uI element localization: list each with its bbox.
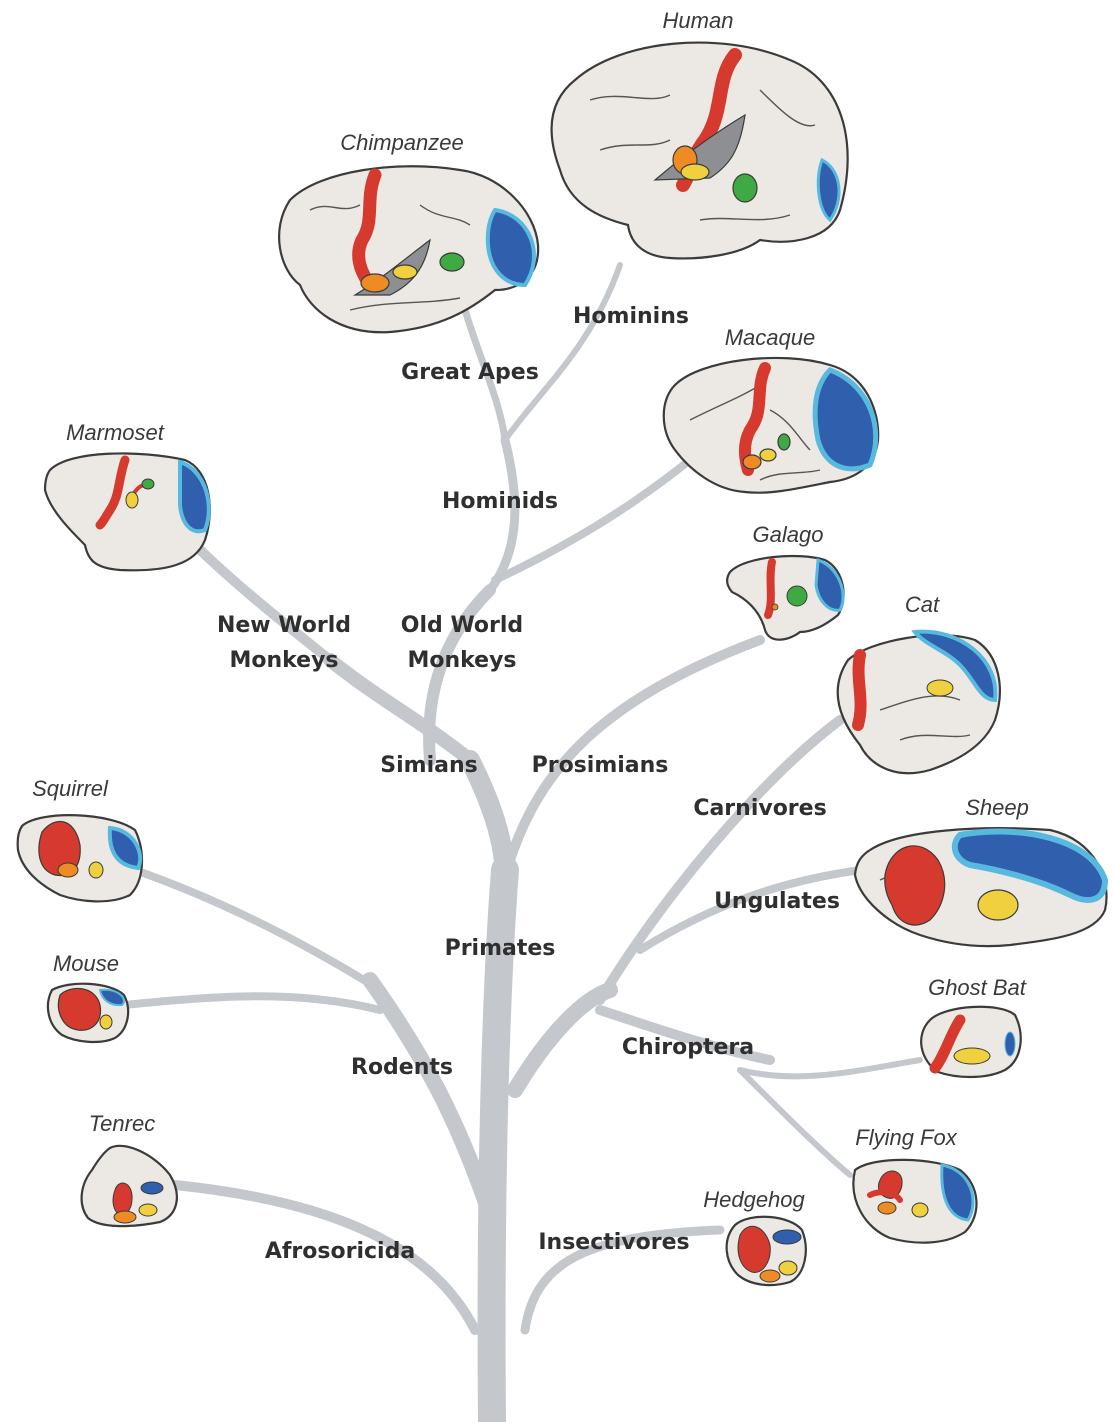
laurasiatheria-branch	[515, 990, 610, 1090]
hominins-branch	[505, 265, 620, 440]
marmoset-brain	[45, 453, 210, 570]
species-label-hedgehog: Hedgehog	[703, 1187, 805, 1212]
clade-label-great-apes: Great Apes	[401, 360, 539, 385]
clade-label-old-world-line1: Old World	[401, 613, 523, 638]
clade-label-primates: Primates	[445, 936, 556, 961]
species-label-chimpanzee: Chimpanzee	[340, 130, 464, 155]
clade-label-ungulates: Ungulates	[714, 889, 840, 914]
human-brain	[552, 43, 848, 259]
species-label-tenrec: Tenrec	[89, 1111, 155, 1136]
clade-label-new-world-line1: New World	[217, 613, 351, 638]
species-label-human: Human	[663, 8, 734, 33]
clade-label-hominids: Hominids	[442, 489, 558, 514]
flying-fox-brain	[853, 1160, 976, 1243]
species-label-cat: Cat	[905, 592, 940, 617]
clade-label-simians: Simians	[380, 753, 477, 778]
species-label-macaque: Macaque	[725, 325, 816, 350]
clade-label-prosimians: Prosimians	[532, 753, 669, 778]
galago-brain	[727, 556, 843, 640]
clade-label-insectivores: Insectivores	[538, 1230, 689, 1255]
clade-label-carnivores: Carnivores	[693, 796, 826, 821]
macaque-branch	[495, 460, 690, 580]
clade-label-rodents: Rodents	[351, 1055, 453, 1080]
squirrel-brain	[18, 815, 142, 901]
sheep-brain	[855, 828, 1107, 946]
rodents-branch	[370, 980, 495, 1230]
species-label-marmoset: Marmoset	[66, 420, 165, 445]
clade-label-old-world-line2: Monkeys	[407, 648, 516, 673]
clade-label-afrosoricida: Afrosoricida	[265, 1239, 415, 1264]
squirrel-branch	[135, 870, 380, 990]
hedgehog-brain	[727, 1217, 806, 1285]
species-label-sheep: Sheep	[965, 795, 1029, 820]
species-label-galago: Galago	[753, 522, 824, 547]
flying-fox-branch	[740, 1070, 850, 1175]
ghost-bat-brain	[921, 1007, 1021, 1077]
new-world-branch	[190, 540, 330, 660]
mouse-branch	[125, 996, 380, 1010]
macaque-brain	[664, 358, 878, 493]
clade-label-hominins: Hominins	[573, 304, 689, 329]
simians-branch	[330, 660, 470, 760]
clade-label-new-world-line2: Monkeys	[229, 648, 338, 673]
hominids-branch	[490, 440, 515, 590]
species-labels: Human Chimpanzee Macaque Marmoset Galago…	[32, 8, 1029, 1212]
species-label-mouse: Mouse	[53, 951, 119, 976]
tenrec-brain	[82, 1146, 177, 1226]
clade-label-chiroptera: Chiroptera	[622, 1035, 754, 1060]
species-label-flying-fox: Flying Fox	[855, 1125, 957, 1150]
cat-brain	[838, 632, 1000, 774]
species-label-ghost-bat: Ghost Bat	[928, 975, 1027, 1000]
chimpanzee-brain	[279, 166, 538, 332]
mouse-brain	[48, 984, 128, 1042]
primates-branch	[470, 760, 505, 880]
species-label-squirrel: Squirrel	[32, 776, 109, 801]
